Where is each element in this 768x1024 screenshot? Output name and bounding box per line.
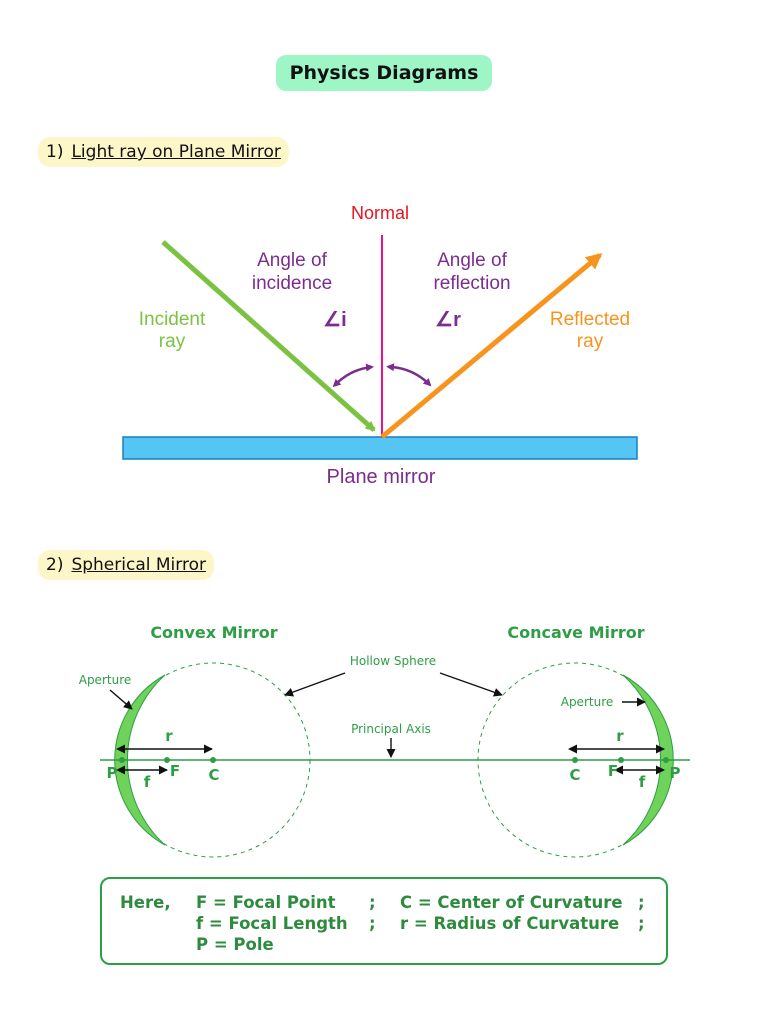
concave-point-F bbox=[618, 757, 624, 763]
concave-r-label: r bbox=[616, 727, 624, 745]
angle-r-label: ∠r bbox=[435, 309, 461, 331]
legend-C: C = Center of Curvature bbox=[400, 893, 623, 912]
concave-f-label: f bbox=[639, 773, 646, 791]
plane-mirror-diagram: Normal Angle of incidence Angle of refle… bbox=[122, 203, 638, 488]
concave-P-label: P bbox=[670, 764, 681, 782]
spherical-mirror-diagram: Convex Mirror Concave Mirror Hollow Sphe… bbox=[79, 623, 690, 858]
convex-point-F bbox=[164, 757, 170, 763]
page-title: Physics Diagrams bbox=[276, 55, 492, 91]
convex-F-label: F bbox=[170, 762, 180, 780]
section-heading-spherical-mirror: 2) Spherical Mirror bbox=[38, 550, 214, 580]
legend-f: f = Focal Length bbox=[196, 914, 348, 933]
incidence-label-2: incidence bbox=[252, 273, 332, 294]
concave-point-P bbox=[663, 757, 669, 763]
convex-mirror-surface bbox=[114, 674, 166, 846]
section-number: 1) bbox=[46, 142, 64, 162]
legend-box: Here, F = Focal Point ; C = Center of Cu… bbox=[100, 877, 668, 965]
legend-sep: ; bbox=[369, 893, 376, 912]
convex-r-label: r bbox=[165, 727, 173, 745]
reflected-ray-label-1: Reflected bbox=[550, 309, 630, 330]
convex-point-P bbox=[119, 757, 125, 763]
aperture-left-label: Aperture bbox=[79, 673, 132, 687]
aperture-right-label: Aperture bbox=[561, 695, 614, 709]
legend-sep: ; bbox=[638, 914, 645, 933]
legend-sep: ; bbox=[369, 914, 376, 933]
reflection-label-2: reflection bbox=[433, 273, 510, 294]
principal-axis-label: Principal Axis bbox=[351, 722, 431, 736]
normal-label: Normal bbox=[351, 203, 409, 223]
legend-r: r = Radius of Curvature bbox=[400, 914, 620, 933]
section-number: 2) bbox=[46, 555, 64, 575]
angle-r-arc bbox=[386, 363, 432, 387]
hollow-sphere-pointer-left bbox=[284, 672, 346, 697]
incident-ray bbox=[161, 240, 376, 432]
legend-F: F = Focal Point bbox=[196, 893, 336, 912]
reflected-ray-label-2: ray bbox=[577, 331, 604, 352]
concave-point-C bbox=[572, 757, 578, 763]
plane-mirror-label: Plane mirror bbox=[327, 466, 436, 488]
plane-mirror bbox=[122, 436, 638, 460]
legend-here: Here, bbox=[120, 893, 171, 912]
section-heading-plane-mirror: 1) Light ray on Plane Mirror bbox=[38, 137, 289, 167]
convex-P-label: P bbox=[107, 764, 118, 782]
hollow-sphere-pointer-right bbox=[439, 672, 503, 697]
concave-C-label: C bbox=[569, 766, 580, 784]
concave-mirror-surface bbox=[622, 674, 674, 846]
convex-C-label: C bbox=[208, 766, 219, 784]
section-title: Spherical Mirror bbox=[71, 555, 206, 575]
concave-F-label: F bbox=[608, 762, 618, 780]
angle-i-arc bbox=[332, 363, 374, 388]
convex-point-C bbox=[210, 757, 216, 763]
convex-f-label: f bbox=[144, 773, 151, 791]
convex-mirror-title: Convex Mirror bbox=[150, 623, 277, 642]
angle-i-label: ∠i bbox=[323, 309, 347, 331]
incidence-label-1: Angle of bbox=[257, 250, 327, 271]
reflected-ray bbox=[380, 253, 603, 439]
legend-P: P = Pole bbox=[196, 935, 274, 954]
hollow-sphere-label: Hollow Sphere bbox=[350, 654, 436, 668]
section-title: Light ray on Plane Mirror bbox=[71, 142, 281, 162]
concave-mirror-title: Concave Mirror bbox=[507, 623, 644, 642]
incident-ray-label-1: Incident bbox=[139, 309, 206, 330]
incident-ray-label-2: ray bbox=[159, 331, 186, 352]
aperture-left-pointer bbox=[109, 689, 133, 710]
legend-sep: ; bbox=[638, 893, 645, 912]
reflection-label-1: Angle of bbox=[437, 250, 507, 271]
